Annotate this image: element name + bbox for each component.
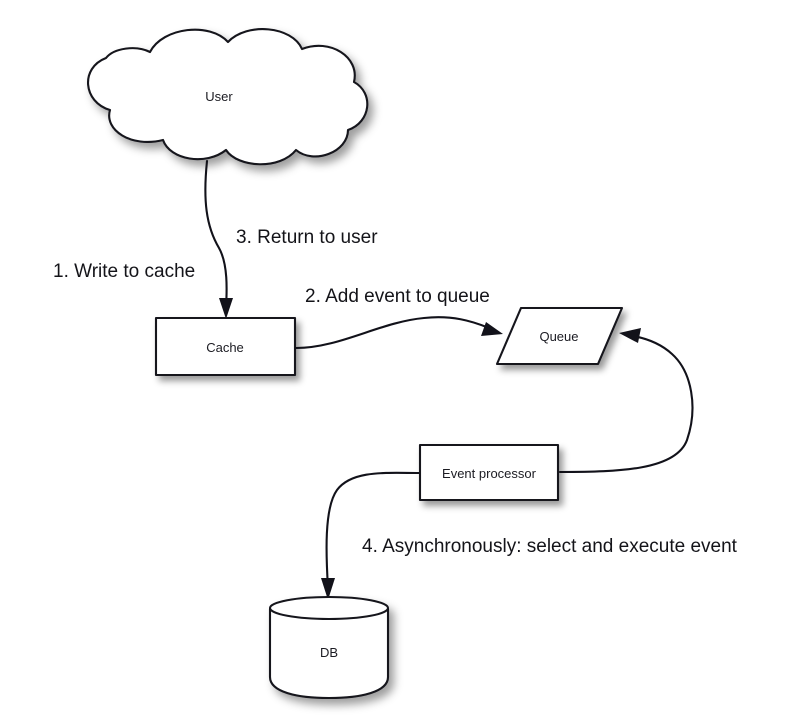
edge-proc-to-db-arrowhead <box>321 578 335 600</box>
node-cache[interactable]: Cache <box>154 316 297 377</box>
node-db-label: DB <box>320 645 338 660</box>
edge-cache-to-queue <box>294 316 503 350</box>
queue-shape <box>495 306 624 366</box>
node-user-label: User <box>205 89 233 104</box>
step-label-1: 1. Write to cache <box>53 261 195 282</box>
node-queue[interactable]: Queue <box>495 306 624 366</box>
db-cylinder-top <box>268 595 390 621</box>
edge-proc-to-queue-arrowhead <box>619 328 641 343</box>
node-event-processor-label: Event processor <box>442 466 537 481</box>
step-label-3: 3. Return to user <box>236 227 378 248</box>
node-cache-label: Cache <box>206 340 244 355</box>
edge-proc-to-queue <box>558 328 694 474</box>
edge-proc-to-db <box>321 471 421 600</box>
node-queue-label: Queue <box>539 329 578 344</box>
edge-user-to-cache-arrowhead <box>219 298 233 319</box>
edge-proc-to-db-path <box>325 471 421 590</box>
cache-box <box>154 316 297 377</box>
step-label-4: 4. Asynchronously: select and execute ev… <box>362 536 738 557</box>
cloud-shape <box>87 28 369 166</box>
event-processor-box <box>418 443 560 502</box>
node-user[interactable]: User <box>87 28 369 166</box>
node-event-processor[interactable]: Event processor <box>418 443 560 502</box>
edge-cache-to-queue-path <box>294 316 491 350</box>
edge-user-to-cache-path <box>204 159 228 310</box>
edge-cache-to-queue-arrowhead <box>481 322 503 336</box>
step-label-2: 2. Add event to queue <box>305 286 490 307</box>
db-cylinder-body <box>268 607 390 700</box>
node-db[interactable]: DB <box>268 595 390 700</box>
edge-user-to-cache <box>204 159 233 319</box>
edge-proc-to-queue-path <box>558 334 694 474</box>
